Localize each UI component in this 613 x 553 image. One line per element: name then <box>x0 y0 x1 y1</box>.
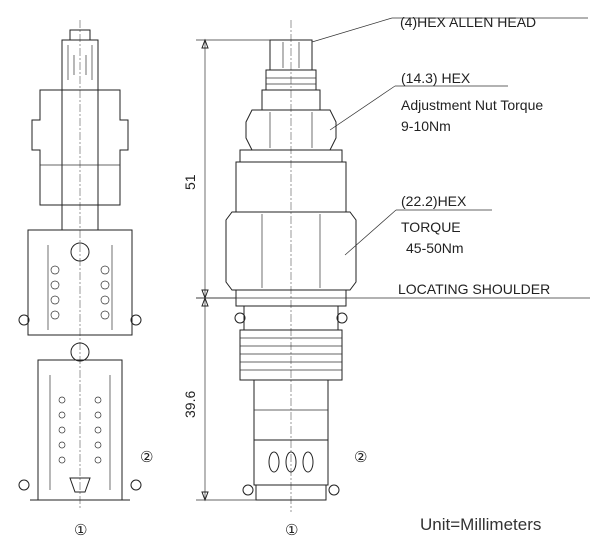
callout-body-torque: TORQUE <box>401 219 461 235</box>
port2-label-right: ② <box>354 449 367 466</box>
callout-locating-shoulder: LOCATING SHOULDER <box>398 281 550 297</box>
dimension-lines <box>196 38 270 502</box>
callout-adjust-hex: (14.3) HEX <box>401 70 471 86</box>
callout-body-hex: (22.2)HEX <box>401 193 467 209</box>
callout-adjust-torque-value: 9-10Nm <box>401 118 451 134</box>
unit-note: Unit=Millimeters <box>420 515 541 534</box>
callout-adjust-torque: Adjustment Nut Torque <box>401 97 543 113</box>
port1-label-right: ① <box>285 522 298 539</box>
callout-body-torque-value: 45-50Nm <box>406 240 464 256</box>
port1-label-left: ① <box>74 522 87 539</box>
exterior-view <box>225 20 357 512</box>
section-view <box>18 20 142 510</box>
dim-51: 51 <box>182 174 198 190</box>
dim-39-6: 39.6 <box>182 391 198 418</box>
port2-label-left: ② <box>140 449 153 466</box>
leader-lines <box>196 17 590 299</box>
callout-hex-allen-head: (4)HEX ALLEN HEAD <box>400 14 536 30</box>
